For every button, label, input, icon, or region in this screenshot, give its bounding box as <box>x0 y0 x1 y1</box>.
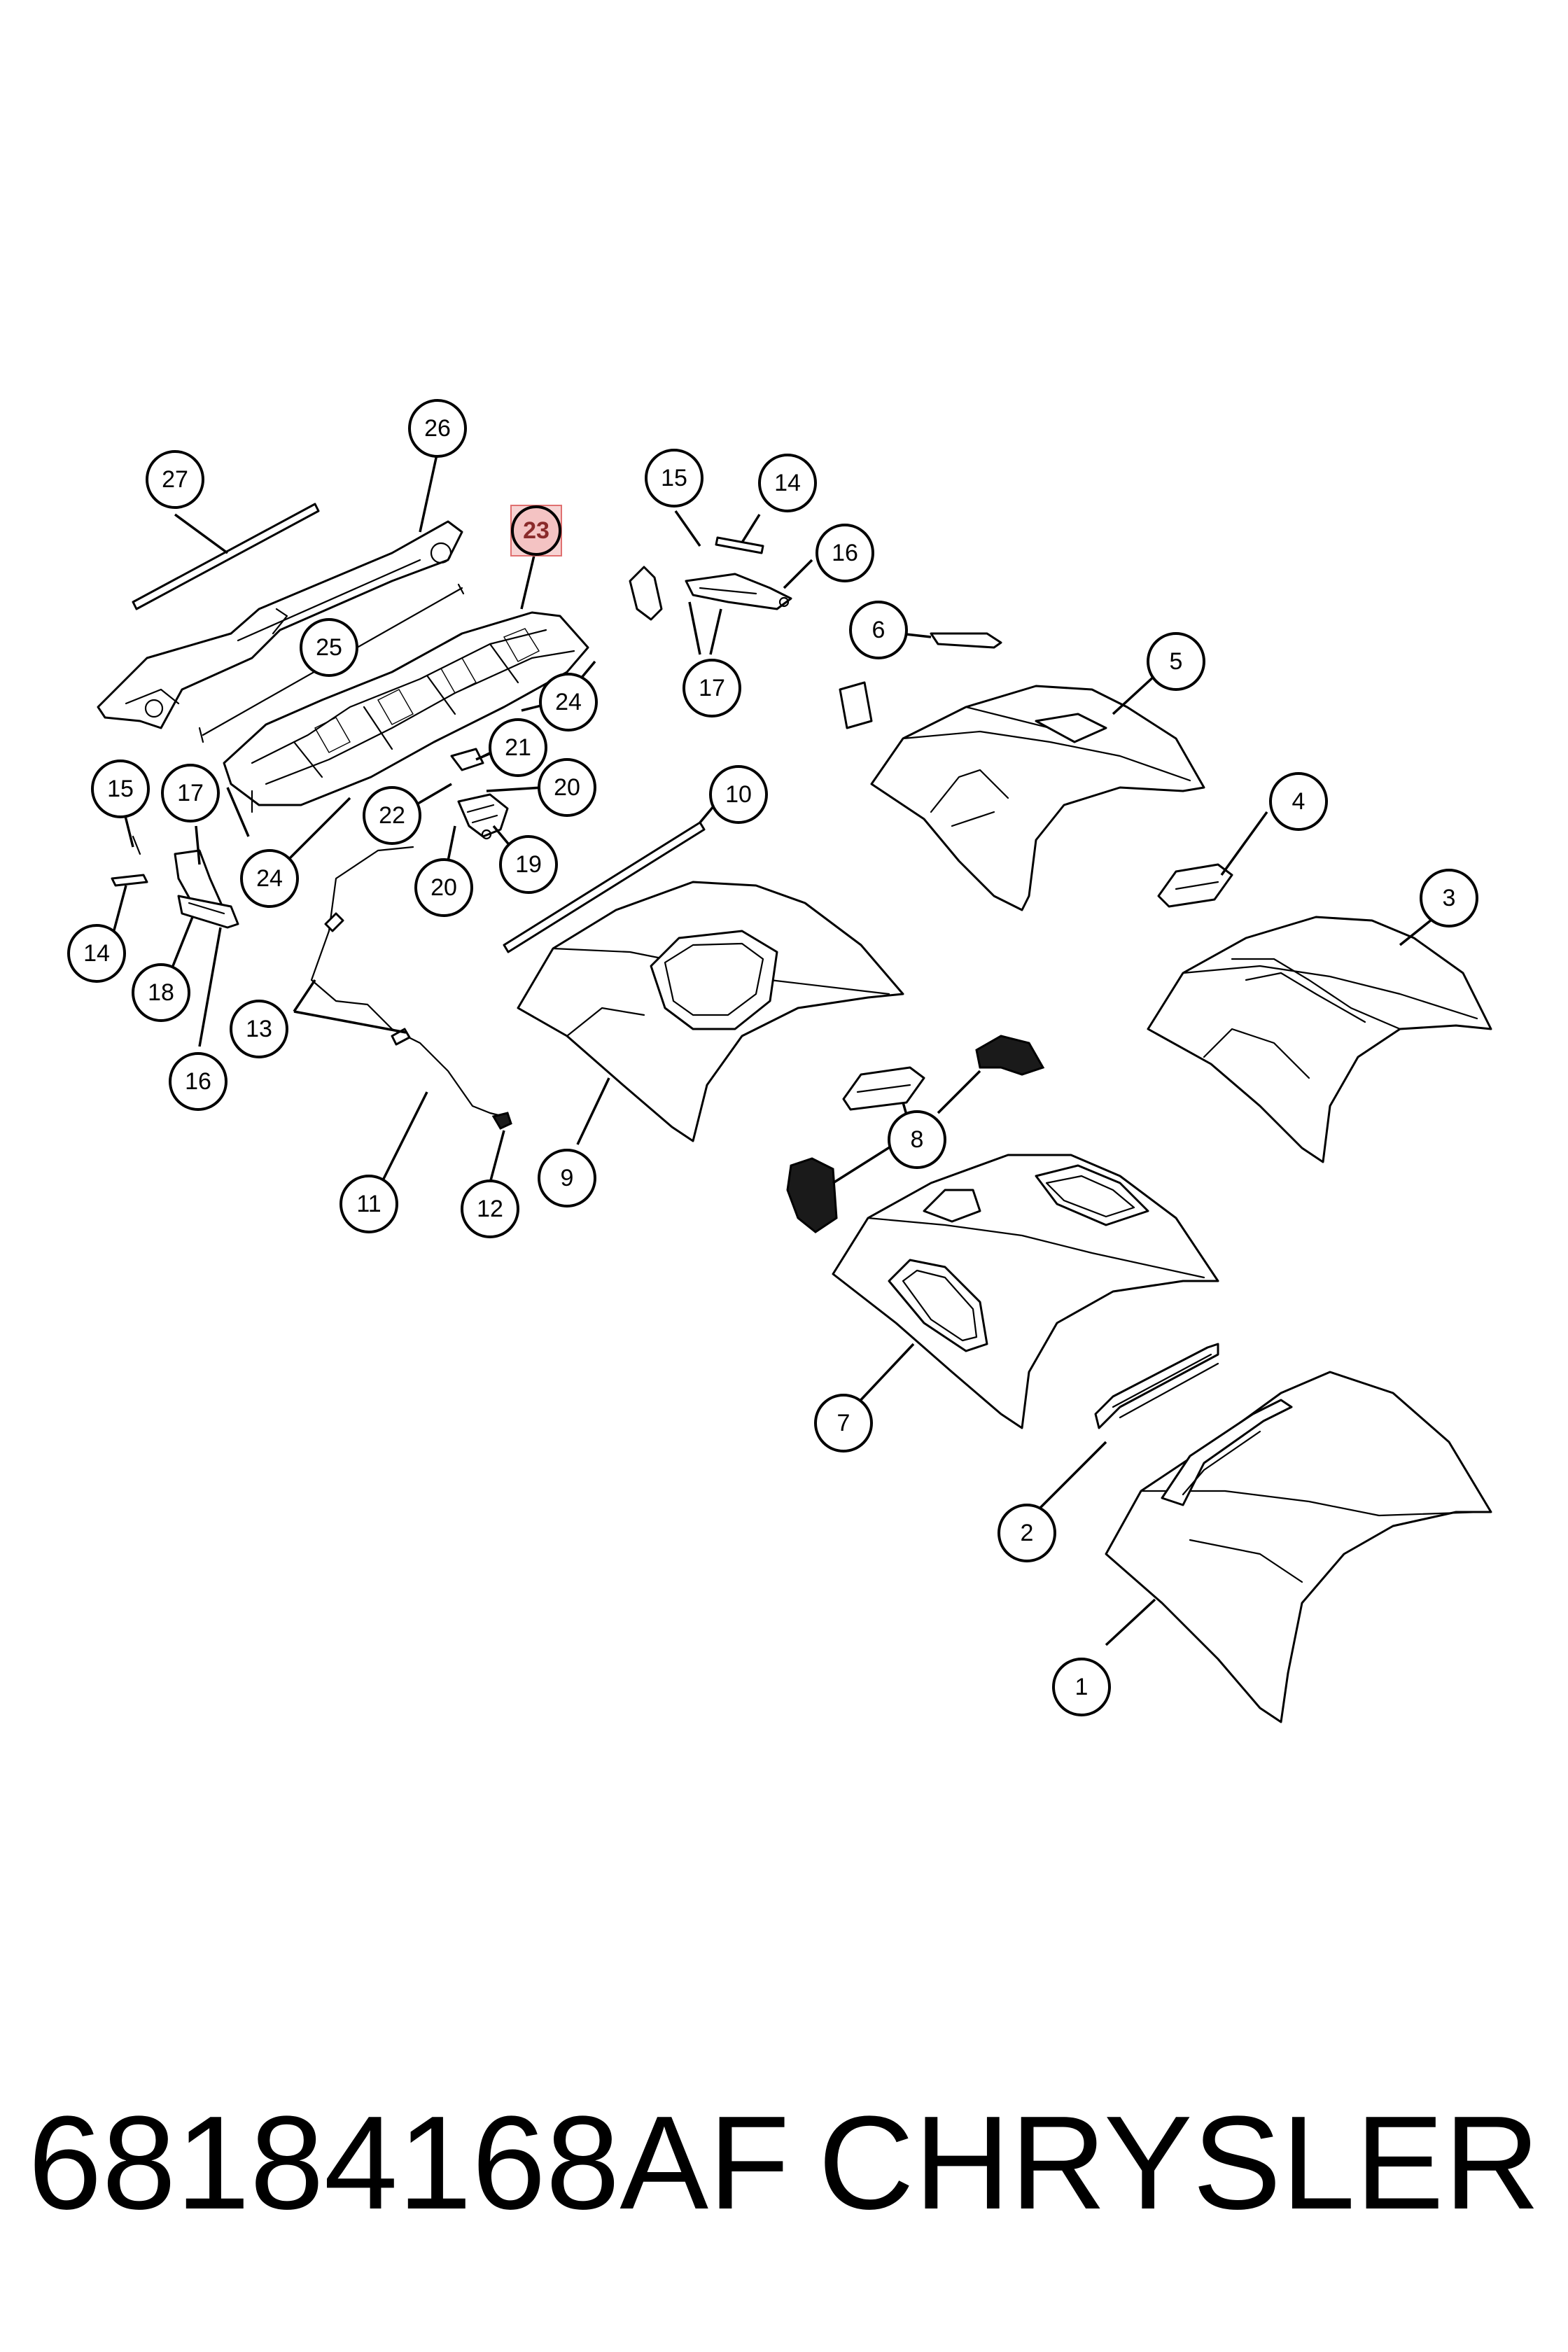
part-8-scoop-inserts <box>786 1035 1045 1233</box>
callout-14b[interactable]: 14 <box>67 924 126 983</box>
svg-text:10: 10 <box>725 781 752 808</box>
svg-text:3: 3 <box>1443 885 1456 911</box>
svg-text:26: 26 <box>424 415 451 442</box>
svg-text:16: 16 <box>832 540 858 566</box>
svg-text:11: 11 <box>356 1191 381 1217</box>
svg-text:13: 13 <box>246 1016 272 1042</box>
svg-text:20: 20 <box>554 774 580 801</box>
part-19-latch-assembly <box>409 746 543 862</box>
callout-4[interactable]: 4 <box>1269 772 1328 831</box>
callout-16a[interactable]: 16 <box>816 524 874 582</box>
callout-10[interactable]: 10 <box>709 765 768 824</box>
callout-3[interactable]: 3 <box>1420 869 1478 927</box>
part-27-weatherstrip <box>132 503 320 610</box>
callout-2[interactable]: 2 <box>997 1504 1056 1562</box>
svg-text:2: 2 <box>1021 1520 1034 1546</box>
callout-18[interactable]: 18 <box>132 963 190 1022</box>
part-4-scoop-insert <box>1157 811 1268 908</box>
svg-text:24: 24 <box>555 689 582 715</box>
callout-7[interactable]: 7 <box>814 1394 873 1452</box>
svg-text:6: 6 <box>872 617 886 643</box>
hinge-lower-assembly <box>111 804 239 1047</box>
callout-13[interactable]: 13 <box>230 1000 288 1058</box>
svg-text:16: 16 <box>185 1068 211 1095</box>
callout-17b[interactable]: 17 <box>161 764 220 822</box>
callout-6[interactable]: 6 <box>849 601 908 659</box>
part-23-hood-inner-panel <box>223 549 589 813</box>
callout-25[interactable]: 25 <box>300 618 358 677</box>
part-3-hood <box>1147 902 1492 1163</box>
part-5-hood-scoop <box>870 674 1205 911</box>
svg-text:17: 17 <box>177 780 204 806</box>
svg-text:8: 8 <box>911 1126 924 1153</box>
callout-5[interactable]: 5 <box>1147 632 1205 691</box>
svg-text:12: 12 <box>477 1196 503 1222</box>
callout-15a[interactable]: 15 <box>645 449 704 507</box>
callout-8[interactable]: 8 <box>888 1110 946 1169</box>
callout-14a[interactable]: 14 <box>758 454 817 512</box>
svg-text:17: 17 <box>699 675 725 701</box>
svg-text:19: 19 <box>515 851 542 878</box>
svg-text:25: 25 <box>316 634 342 661</box>
svg-text:4: 4 <box>1292 788 1306 815</box>
svg-text:14: 14 <box>83 940 110 967</box>
callout-19[interactable]: 19 <box>499 835 558 894</box>
part-number: 68184168AF <box>28 2089 790 2237</box>
svg-text:21: 21 <box>505 734 531 761</box>
callout-16b[interactable]: 16 <box>169 1052 227 1111</box>
callout-20b[interactable]: 20 <box>414 858 473 917</box>
callout-26[interactable]: 26 <box>408 399 467 458</box>
callout-9[interactable]: 9 <box>538 1149 596 1208</box>
callout-27[interactable]: 27 <box>146 450 204 509</box>
svg-text:18: 18 <box>148 979 174 1006</box>
svg-text:15: 15 <box>107 776 134 802</box>
part-1-hood <box>1105 1371 1492 1723</box>
callout-24a[interactable]: 24 <box>539 673 598 732</box>
callout-22[interactable]: 22 <box>363 786 421 845</box>
svg-text:1: 1 <box>1075 1674 1088 1700</box>
svg-text:9: 9 <box>561 1165 574 1191</box>
svg-text:27: 27 <box>162 466 188 493</box>
part-7-hood <box>832 1154 1219 1429</box>
callout-15b[interactable]: 15 <box>91 760 150 818</box>
svg-text:14: 14 <box>774 470 801 496</box>
part-16-hinge-upper <box>629 510 813 655</box>
callout-1[interactable]: 1 <box>1052 1658 1111 1716</box>
svg-text:7: 7 <box>837 1410 850 1436</box>
svg-text:22: 22 <box>379 802 405 829</box>
part-2-vent-grille <box>1035 1343 1219 1513</box>
part-9-hood <box>517 881 904 1145</box>
part-26-cowl-panel <box>97 451 463 729</box>
svg-text:20: 20 <box>430 874 457 901</box>
svg-text:15: 15 <box>661 465 687 491</box>
part-11-cable <box>293 846 512 1184</box>
brand-name: CHRYSLER <box>818 2089 1540 2237</box>
callout-24b[interactable]: 24 <box>240 849 299 908</box>
callout-12[interactable]: 12 <box>461 1180 519 1238</box>
svg-text:5: 5 <box>1170 648 1183 675</box>
svg-text:23: 23 <box>523 517 550 544</box>
callout-11[interactable]: 11 <box>340 1175 398 1233</box>
callout-17a[interactable]: 17 <box>682 659 741 718</box>
callout-21[interactable]: 21 <box>489 718 547 777</box>
footer: 68184168AF CHRYSLER <box>28 2093 1540 2233</box>
svg-text:24: 24 <box>256 865 283 892</box>
callout-20a[interactable]: 20 <box>538 758 596 817</box>
callout-23-highlight[interactable]: 23 <box>510 505 562 556</box>
